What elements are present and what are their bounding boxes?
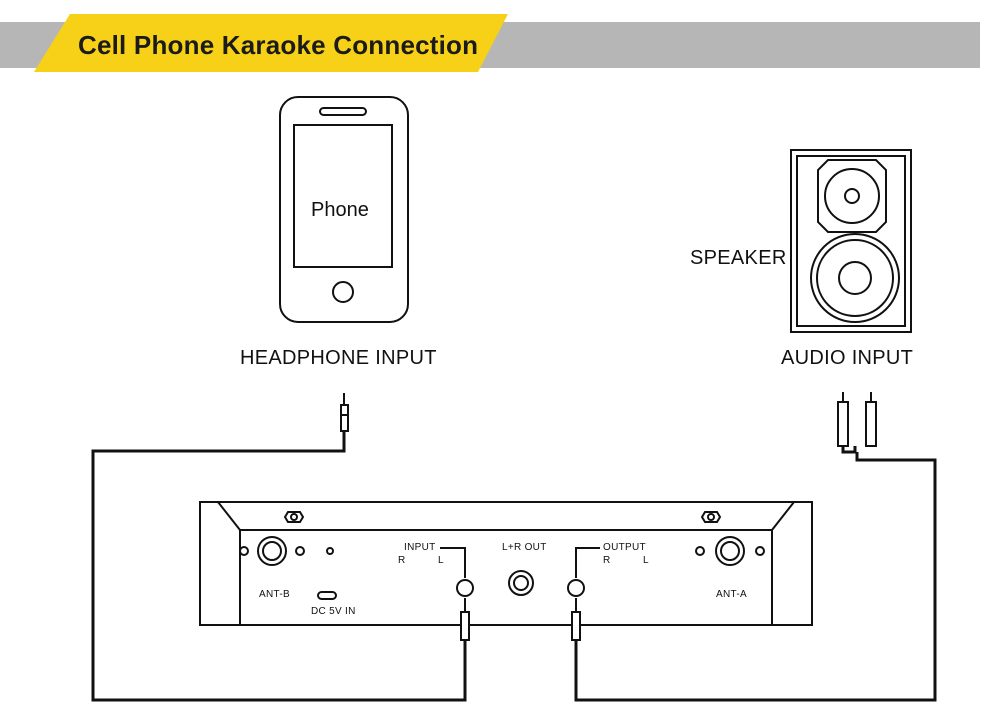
rca-y-split xyxy=(841,446,857,454)
output-jack-icon xyxy=(567,579,585,597)
output-l-label: L xyxy=(643,555,649,566)
headphone-input-label: HEADPHONE INPUT xyxy=(240,347,437,369)
ant-b-connector-icon xyxy=(239,536,334,566)
page-title: Cell Phone Karaoke Connection xyxy=(78,30,479,60)
input-bracket xyxy=(440,547,466,578)
rca-plugs-icon xyxy=(837,392,877,447)
ant-a-label: ANT-A xyxy=(716,589,747,600)
phone-screen-label: Phone xyxy=(311,199,369,221)
phone-icon xyxy=(279,96,409,323)
speaker-icon xyxy=(790,149,912,333)
output-label: OUTPUT xyxy=(603,542,646,553)
input-plug-icon xyxy=(460,598,470,641)
screw-icon xyxy=(700,511,722,523)
headphone-plug-icon xyxy=(340,393,349,432)
ant-b-label: ANT-B xyxy=(259,589,290,600)
input-r-label: R xyxy=(398,555,406,566)
output-cable xyxy=(574,452,937,702)
speaker-label: SPEAKER xyxy=(690,247,787,269)
output-bracket xyxy=(575,547,600,578)
input-cable xyxy=(91,431,467,702)
audio-input-label: AUDIO INPUT xyxy=(781,347,914,369)
input-label: INPUT xyxy=(404,542,436,553)
title-banner xyxy=(0,14,980,72)
output-r-label: R xyxy=(603,555,611,566)
ant-a-connector-icon xyxy=(695,536,765,566)
banner-yellow-tab xyxy=(34,14,508,72)
lr-out-jack-icon xyxy=(508,570,534,596)
screw-icon xyxy=(283,511,305,523)
input-l-label: L xyxy=(438,555,444,566)
output-plug-icon xyxy=(571,598,581,641)
dc-in-label: DC 5V IN xyxy=(311,606,356,617)
input-jack-icon xyxy=(456,579,474,597)
usb-c-port-icon xyxy=(317,591,337,600)
receiver-unit xyxy=(199,501,813,626)
cables xyxy=(91,431,937,702)
lr-out-label: L+R OUT xyxy=(502,542,547,553)
